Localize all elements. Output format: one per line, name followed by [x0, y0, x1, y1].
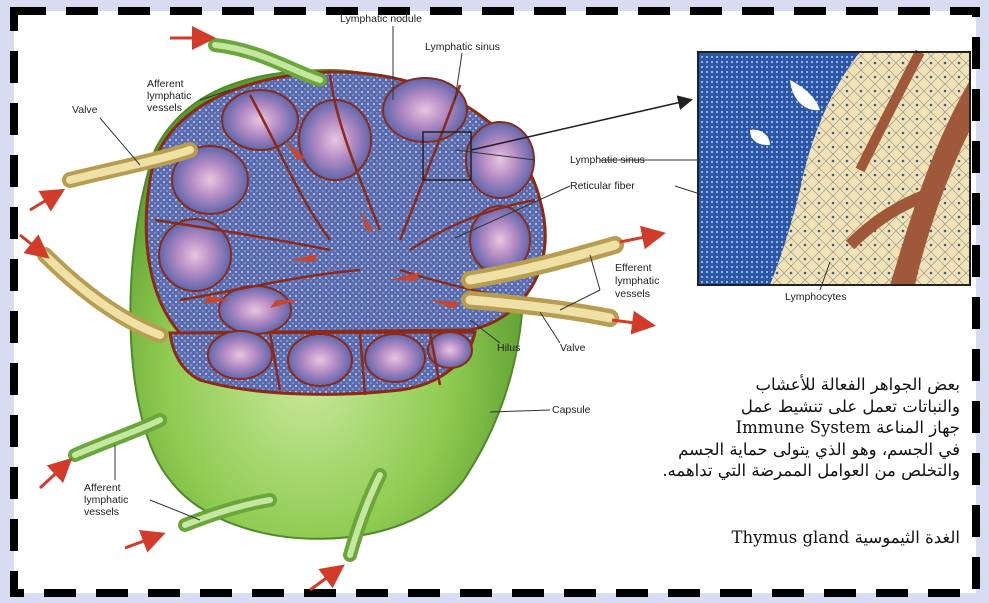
paragraph-line-4: في الجسم، وهو الذي يتولى حماية الجسم [560, 439, 960, 461]
arabic-paragraph: بعض الجواهر الفعالة للأعشاب والنباتات تع… [560, 374, 960, 482]
paragraph-line-3: جهاز المناعة Immune System [560, 417, 960, 439]
label-lymphocytes: Lymphocytes [785, 291, 846, 303]
label-efferent-1: Efferent [615, 262, 652, 274]
label-lymphatic-sinus-top: Lymphatic sinus [425, 41, 500, 53]
paragraph-line-1: بعض الجواهر الفعالة للأعشاب [560, 374, 960, 396]
label-reticular-fiber: Reticular fiber [570, 180, 635, 192]
label-valve-left: Valve [72, 104, 98, 116]
label-afferent-bottom-2: lymphatic [84, 494, 128, 506]
label-afferent-top-2: lymphatic [147, 90, 191, 102]
label-afferent-top-1: Afferent [147, 78, 184, 90]
paragraph-line-2: والنباتات تعمل على تنشيط عمل [560, 396, 960, 418]
label-afferent-bottom-1: Afferent [84, 482, 121, 494]
label-lymphatic-nodule: Lymphatic nodule [340, 13, 422, 25]
magnified-inset [698, 52, 970, 285]
thymus-caption: الغدة الثيموسية Thymus gland [560, 528, 960, 547]
paragraph-line-5: والتخلص من العوامل الممرضة التي تداهمه. [560, 460, 960, 482]
label-valve-right: Valve [560, 342, 586, 354]
label-afferent-bottom-3: vessels [84, 506, 119, 518]
label-afferent-top-3: vessels [147, 102, 182, 114]
label-lymphatic-sinus-right: Lymphatic sinus [570, 154, 645, 166]
label-hilus: Hilus [497, 342, 520, 354]
label-efferent-2: lymphatic [615, 275, 659, 287]
label-efferent-3: vessels [615, 288, 650, 300]
